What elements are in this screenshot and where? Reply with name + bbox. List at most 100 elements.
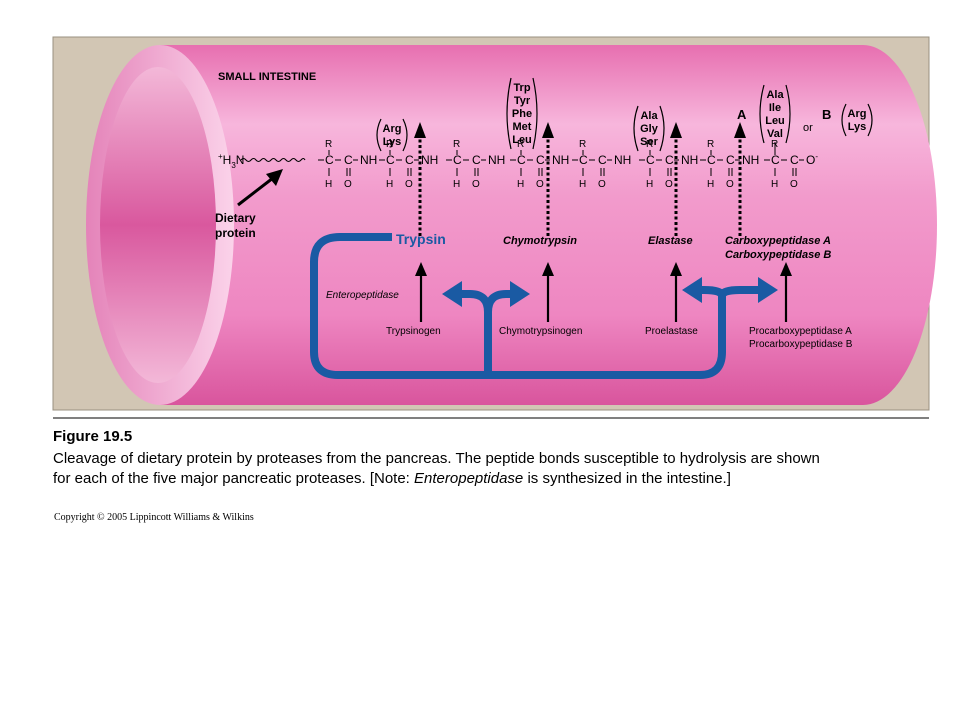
amino-acid-label: Arg — [848, 108, 867, 120]
h-atom: H — [386, 179, 393, 190]
o-atom: O — [665, 179, 673, 190]
carbonyl-carbon: C — [790, 153, 799, 167]
amide-nh: NH — [360, 153, 377, 167]
h-atom: H — [325, 179, 332, 190]
o-atom: O — [472, 179, 480, 190]
caption-line2-post: is synthesized in the intestine.] — [523, 470, 731, 487]
carboxypeptidase-a-letter: A — [737, 107, 747, 122]
r-group: R — [646, 139, 653, 150]
n-terminus: +H3N — [218, 152, 244, 170]
amino-acid-label: Phe — [512, 108, 532, 120]
carbonyl-carbon: C — [726, 153, 735, 167]
r-group: R — [707, 139, 714, 150]
amide-nh: NH — [742, 153, 759, 167]
proelastase-label: Proelastase — [645, 326, 698, 337]
amino-acid-label: Tyr — [514, 95, 531, 107]
cleavage-arrow — [670, 122, 682, 236]
amino-acid-label: Leu — [765, 115, 785, 127]
carbonyl-carbon: C — [665, 153, 674, 167]
alpha-carbon: C — [386, 153, 395, 167]
dietary-protein-arrowhead — [266, 169, 283, 186]
copyright: Copyright © 2005 Lippincott Williams & W… — [54, 512, 254, 523]
cleavage-arrow — [414, 122, 426, 236]
h-atom: H — [579, 179, 586, 190]
carboxypeptidase-a-label: Carboxypeptidase A — [725, 235, 831, 247]
amino-acid-label: Ala — [640, 110, 658, 122]
activation-arrowheads — [442, 277, 778, 307]
amino-acid-label: Arg — [383, 123, 402, 135]
amide-nh: NH — [421, 153, 438, 167]
carboxypeptidase-b-label: Carboxypeptidase B — [725, 249, 831, 261]
intestine-tube — [86, 45, 937, 405]
o-atom: O — [790, 179, 798, 190]
chymotrypsin-label: Chymotrypsin — [503, 235, 577, 247]
alpha-carbon: C — [325, 153, 334, 167]
h-atom: H — [517, 179, 524, 190]
enteropeptidase-label: Enteropeptidase — [326, 290, 399, 301]
carbonyl-carbon: C — [344, 153, 353, 167]
dietary-protein-line2: protein — [215, 226, 256, 240]
c-terminus: O- — [806, 152, 818, 167]
amino-acid-label: Met — [513, 121, 532, 133]
amino-acid-label: Trp — [513, 82, 530, 94]
amide-nh: NH — [552, 153, 569, 167]
caption-line2-pre: for each of the five major pancreatic pr… — [53, 470, 415, 487]
figure-caption: Figure 19.5 Cleavage of dietary protein … — [53, 428, 933, 489]
activation-pathway — [310, 233, 758, 379]
amino-acid-label: Leu — [512, 134, 532, 146]
r-group: R — [517, 139, 524, 150]
peptide-chain: +H3N — [218, 152, 306, 170]
o-atom: O — [598, 179, 606, 190]
carbonyl-carbon: C — [472, 153, 481, 167]
carbonyl-carbon: C — [405, 153, 414, 167]
amino-acid-label: Ala — [766, 89, 784, 101]
o-atom: O — [405, 179, 413, 190]
o-atom: O — [536, 179, 544, 190]
chymotrypsinogen-label: Chymotrypsinogen — [499, 326, 582, 337]
amino-acid-label: Lys — [848, 121, 867, 133]
caption-line2-em: Enteropeptidase — [414, 470, 524, 487]
caption-line1: Cleavage of dietary protein by proteases… — [53, 450, 820, 467]
alpha-carbon: C — [771, 153, 780, 167]
amide-nh: NH — [681, 153, 698, 167]
small-intestine-label: SMALL INTESTINE — [218, 71, 316, 83]
alpha-carbon: C — [517, 153, 526, 167]
h-atom: H — [707, 179, 714, 190]
amino-acid-label: Val — [767, 128, 783, 140]
zymogen-arrows — [419, 274, 788, 322]
dietary-protein-arrow — [237, 176, 274, 207]
alpha-carbon: C — [707, 153, 716, 167]
carbonyl-carbon: C — [536, 153, 545, 167]
trypsinogen-label: Trypsinogen — [386, 326, 441, 337]
r-group: R — [325, 139, 332, 150]
cleavage-arrow — [734, 122, 746, 236]
procarboxypeptidase-b-label: Procarboxypeptidase B — [749, 339, 853, 350]
alpha-carbon: C — [646, 153, 655, 167]
o-atom: O — [344, 179, 352, 190]
amino-acid-label: Lys — [383, 136, 402, 148]
amino-acid-label: Ile — [769, 102, 781, 114]
wavy-bond — [240, 158, 306, 162]
carbonyl-carbon: C — [598, 153, 607, 167]
amide-nh: NH — [614, 153, 631, 167]
h-atom: H — [646, 179, 653, 190]
procarboxypeptidase-a-label: Procarboxypeptidase A — [749, 326, 852, 337]
carboxypeptidase-b-letter: B — [822, 107, 831, 122]
specificity-groups: ArgLysTrpTyrPheMetLeuAlaGlySerAlaIleLeuV… — [376, 77, 873, 152]
cleavage-arrow — [542, 122, 554, 236]
r-group: R — [453, 139, 460, 150]
dietary-protein-line1: Dietary — [215, 211, 256, 225]
cleavage-arrows — [414, 122, 746, 236]
alpha-carbon: C — [453, 153, 462, 167]
